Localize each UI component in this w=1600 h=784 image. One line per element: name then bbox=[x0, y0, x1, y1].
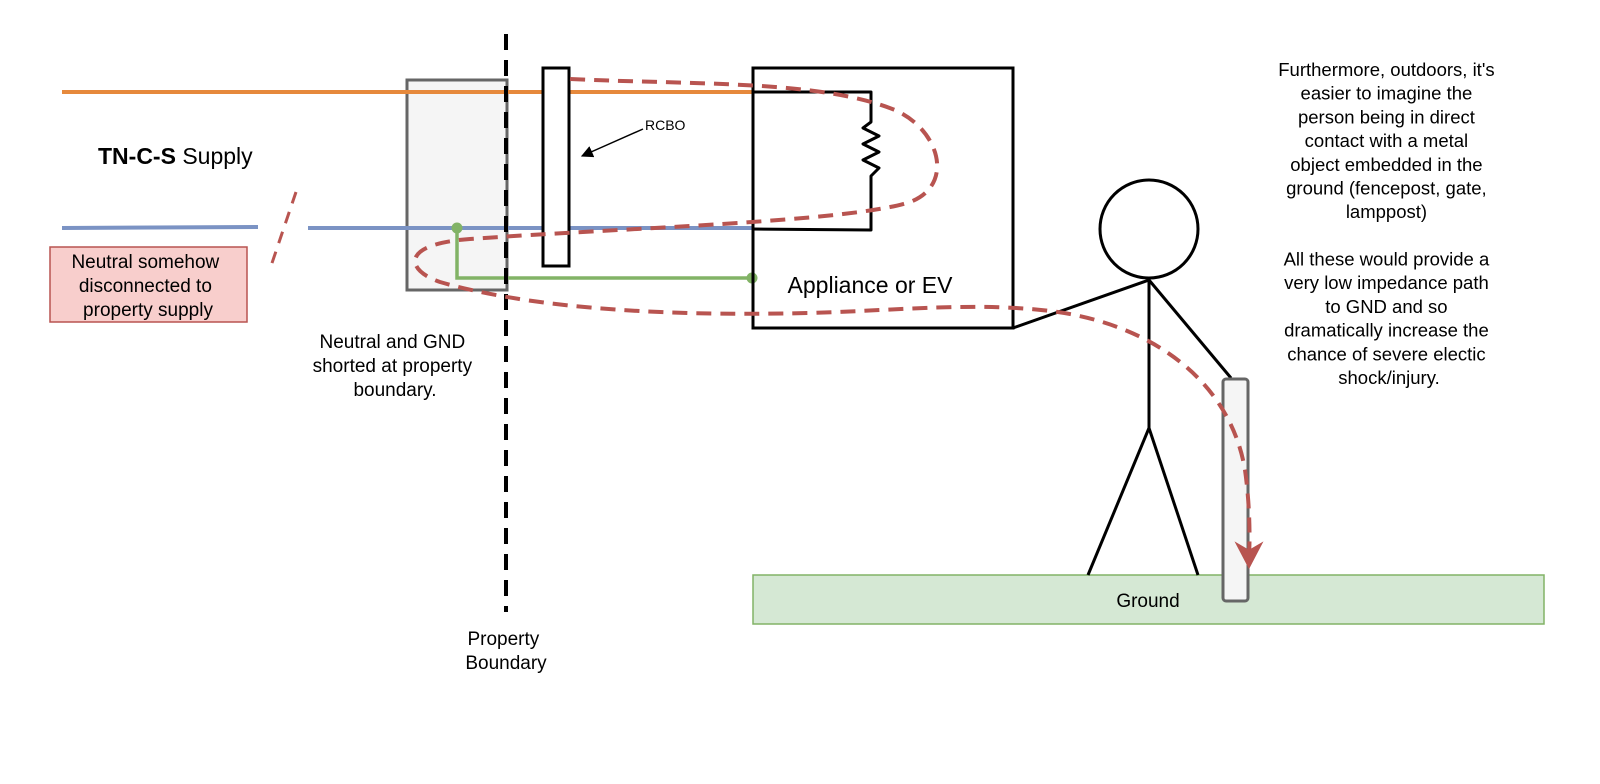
side-note-p1-line-5: object embedded in the bbox=[1290, 154, 1482, 175]
person-arm-right bbox=[1147, 279, 1233, 379]
appliance-wiring bbox=[752, 90, 881, 232]
appliance-label: Appliance or EV bbox=[788, 272, 954, 298]
side-note-p1-line-6: ground (fencepost, gate, bbox=[1286, 178, 1487, 199]
side-note-p2-line-2: very low impedance path bbox=[1284, 272, 1489, 293]
side-note-p1-line-1: Furthermore, outdoors, it's bbox=[1278, 59, 1494, 80]
side-note-p2-line-4: dramatically increase the bbox=[1284, 320, 1489, 341]
rcbo-device bbox=[541, 66, 571, 268]
side-note: Furthermore, outdoors, it's easier to im… bbox=[1278, 59, 1500, 388]
metal-post bbox=[1221, 377, 1250, 603]
neutral-fault-line-3: property supply bbox=[83, 300, 213, 321]
supply-label-bold: TN-C-S bbox=[98, 143, 176, 169]
property-boundary-line-2: Boundary bbox=[465, 653, 547, 674]
earth-conductor bbox=[455, 228, 752, 280]
side-note-p2-line-1: All these would provide a bbox=[1284, 249, 1490, 270]
side-note-p2-line-5: chance of severe electic bbox=[1287, 343, 1485, 364]
person-figure bbox=[1012, 178, 1233, 576]
fault-path-arrowhead bbox=[1234, 541, 1264, 570]
side-note-p1-line-3: person being in direct bbox=[1298, 106, 1475, 127]
person-head bbox=[1098, 178, 1200, 280]
neutral-gnd-note: Neutral and GND shorted at property boun… bbox=[313, 332, 478, 401]
supply-label-rest: Supply bbox=[176, 143, 253, 169]
ground-strip bbox=[752, 574, 1545, 625]
supply-label: TN-C-S Supply bbox=[98, 143, 253, 169]
earth-junction-dot bbox=[451, 222, 463, 234]
neutral-fault-line-2: disconnected to bbox=[79, 276, 212, 297]
neutral-conductor-supply bbox=[61, 225, 259, 230]
person-arm-left bbox=[1012, 278, 1150, 330]
appliance-box bbox=[751, 66, 1015, 330]
property-boundary-label: Property Boundary bbox=[465, 629, 547, 674]
side-note-p2-line-3: to GND and so bbox=[1325, 296, 1447, 317]
neutral-fault-line-1: Neutral somehow bbox=[71, 252, 219, 273]
person-leg-right bbox=[1147, 427, 1200, 576]
side-note-p1-line-4: contact with a metal bbox=[1305, 130, 1469, 151]
side-note-p1-line-2: easier to imagine the bbox=[1301, 83, 1473, 104]
neutral-break-slash bbox=[269, 191, 298, 267]
side-note-p2-line-6: shock/injury. bbox=[1338, 367, 1439, 388]
side-note-p1-line-7: lamppost) bbox=[1346, 201, 1427, 222]
rcbo-label: RCBO bbox=[645, 117, 686, 133]
neutral-gnd-line-2: shorted at property bbox=[313, 356, 473, 377]
property-boundary-line-1: Property bbox=[467, 629, 539, 650]
neutral-fault-box bbox=[49, 246, 248, 323]
person-leg-left bbox=[1086, 427, 1151, 576]
rcbo-arrow bbox=[580, 128, 644, 158]
neutral-gnd-line-3: boundary. bbox=[353, 380, 436, 401]
neutral-gnd-line-1: Neutral and GND bbox=[319, 332, 465, 353]
ground-label: Ground bbox=[1116, 591, 1179, 612]
neutral-fault-text: Neutral somehow disconnected to property… bbox=[71, 252, 224, 321]
fault-current-path bbox=[413, 77, 1252, 556]
